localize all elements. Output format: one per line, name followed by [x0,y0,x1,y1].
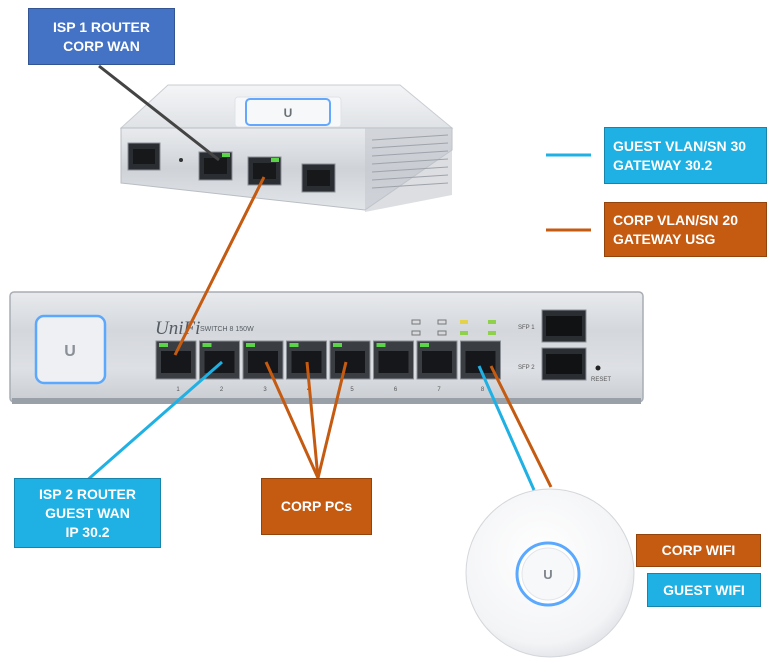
port-led [202,343,212,347]
corp-switch-to-ap-line [489,365,553,488]
port-number-label: 2 [220,387,224,393]
guest-vlan-line1: GUEST VLAN/SN 30 [613,137,747,154]
corp-pc-line-port3 [264,361,320,479]
sfp2-label: SFP 2 [518,365,535,371]
isp1-router-line2: CORP WAN [63,37,140,54]
corp-pc-line-port5 [316,361,348,479]
port-led [376,343,386,347]
sfp1-label: SFP 1 [518,325,535,331]
corp-wifi-line1: CORP WIFI [661,542,736,558]
guest-wifi-line1: GUEST WIFI [663,581,745,598]
unifi-switch-device: U UniFi SWITCH 8 150W 12345678 SFP 1 SFP… [9,291,644,404]
switch-port-row [155,340,501,380]
guest-isp2-to-switch-line [83,360,223,485]
port-led [420,343,429,347]
isp2-router-line3: IP 30.2 [65,523,110,540]
switch-reset-hole [595,365,601,371]
corp-vlan-line1: CORP VLAN/SN 20 [613,211,738,228]
wifi-access-point-device: U [465,488,635,658]
switch-logo-icon: U [64,343,76,360]
isp1-router-label: ISP 1 ROUTER CORP WAN [28,8,175,65]
isp1-uplink-line [98,64,220,162]
gateway-console-port [127,142,161,171]
switch-port-7 [416,340,458,380]
connection-lines [83,64,591,491]
switch-port-3 [242,340,284,380]
port-number-label: 5 [350,387,354,393]
guest-vlan-label: GUEST VLAN/SN 30 GATEWAY 30.2 [604,127,767,184]
gateway-vent-slots [371,134,449,189]
gateway-wan2-port [301,163,336,193]
gateway-logo-icon: U [284,106,293,120]
port-led [289,343,299,347]
switch-model: SWITCH 8 150W [200,326,254,333]
isp2-router-label: ISP 2 ROUTER GUEST WAN IP 30.2 [14,478,161,548]
port-led [333,343,342,347]
switch-brand: UniFi [155,318,200,339]
corp-vlan-line2: GATEWAY USG [613,230,716,247]
corp-pc-line-port4 [305,361,320,479]
switch-port-1 [155,340,197,380]
port-led [246,343,255,347]
switch-port-5 [329,340,371,380]
switch-reset-label: RESET [591,377,611,383]
isp1-router-line1: ISP 1 ROUTER [53,18,150,35]
port-number-label: 3 [263,387,267,393]
isp2-router-line1: ISP 2 ROUTER [39,485,136,502]
corp-wifi-label: CORP WIFI [636,534,761,567]
switch-led-legend [411,319,496,336]
switch-port-4 [286,340,327,380]
gateway-reset-hole [179,158,183,162]
port-number-label: 8 [481,387,485,393]
switch-port-6 [373,340,414,380]
corp-pcs-line1: CORP PCs [280,498,353,514]
gateway-lan1-port [247,156,282,186]
corp-pcs-label: CORP PCs [261,478,372,535]
guest-switch-to-ap-line [477,365,536,491]
corp-vlan-label: CORP VLAN/SN 20 GATEWAY USG [604,202,767,257]
access-point-logo-icon: U [543,567,552,582]
corp-gateway-to-switch-line [173,176,266,356]
security-gateway-device: U [119,84,454,212]
port-led [159,343,168,347]
switch-port-2 [199,340,240,380]
port-number-label: 7 [437,387,441,393]
guest-vlan-line2: GATEWAY 30.2 [613,156,713,173]
port-number-label: 6 [394,387,398,393]
guest-wifi-label: GUEST WIFI [647,573,761,607]
switch-sfp-ports [541,309,587,381]
port-number-label: 1 [176,387,180,393]
isp2-router-line2: GUEST WAN [45,504,130,521]
